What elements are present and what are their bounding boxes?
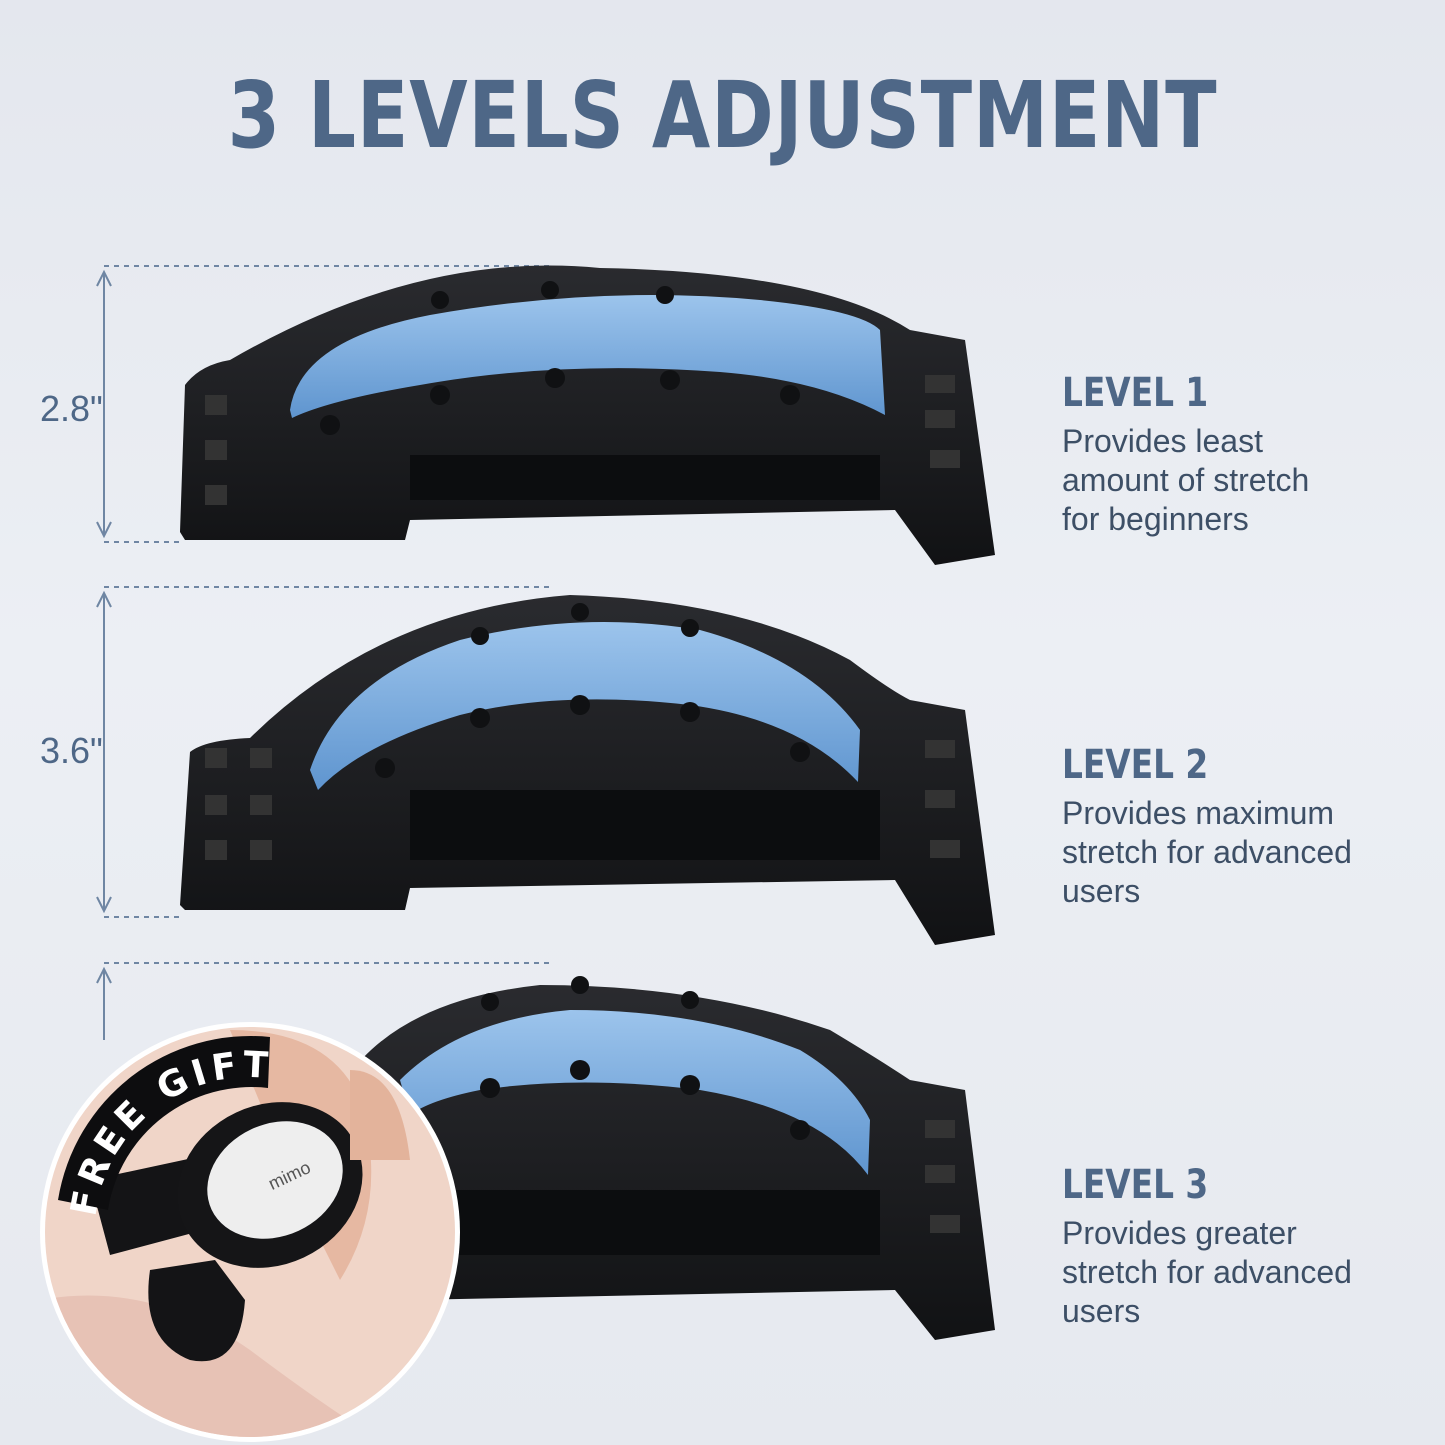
desc-line: stretch for advanced	[1062, 834, 1352, 870]
desc-line: Provides greater	[1062, 1215, 1297, 1251]
level-1-block: LEVEL 1 Provides least amount of stretch…	[1062, 370, 1422, 539]
desc-line: for beginners	[1062, 501, 1249, 537]
level-2-block: LEVEL 2 Provides maximum stretch for adv…	[1062, 742, 1422, 911]
page-title: 3 LEVELS ADJUSTMENT	[227, 62, 1218, 169]
desc-line: users	[1062, 873, 1141, 909]
level-3-title: LEVEL 3	[1062, 1162, 1209, 1208]
level-3-block: LEVEL 3 Provides greater stretch for adv…	[1062, 1162, 1422, 1331]
level-1-height-label: 2.8ʺ	[40, 388, 103, 429]
side-tabs	[925, 1120, 960, 1233]
side-tabs	[205, 375, 960, 505]
stretcher-level-1	[180, 265, 995, 565]
stretcher-level-2	[180, 595, 995, 945]
side-tabs	[205, 740, 960, 860]
level-2-height-label: 3.6ʺ	[40, 730, 103, 771]
desc-line: stretch for advanced	[1062, 1254, 1352, 1290]
desc-line: Provides maximum	[1062, 795, 1335, 831]
level-1-description: Provides least amount of stretch for beg…	[1062, 422, 1422, 539]
desc-line: users	[1062, 1293, 1141, 1329]
desc-line: Provides least	[1062, 423, 1263, 459]
stretcher-level-3	[340, 976, 995, 1340]
dimension-guides	[96, 265, 550, 1040]
desc-line: amount of stretch	[1062, 462, 1310, 498]
level-2-description: Provides maximum stretch for advanced us…	[1062, 794, 1422, 911]
level-3-description: Provides greater stretch for advanced us…	[1062, 1214, 1422, 1331]
level-2-title: LEVEL 2	[1062, 742, 1209, 788]
free-gift-badge: FREE GIFT mimo	[40, 1022, 460, 1442]
level-1-title: LEVEL 1	[1062, 370, 1209, 416]
